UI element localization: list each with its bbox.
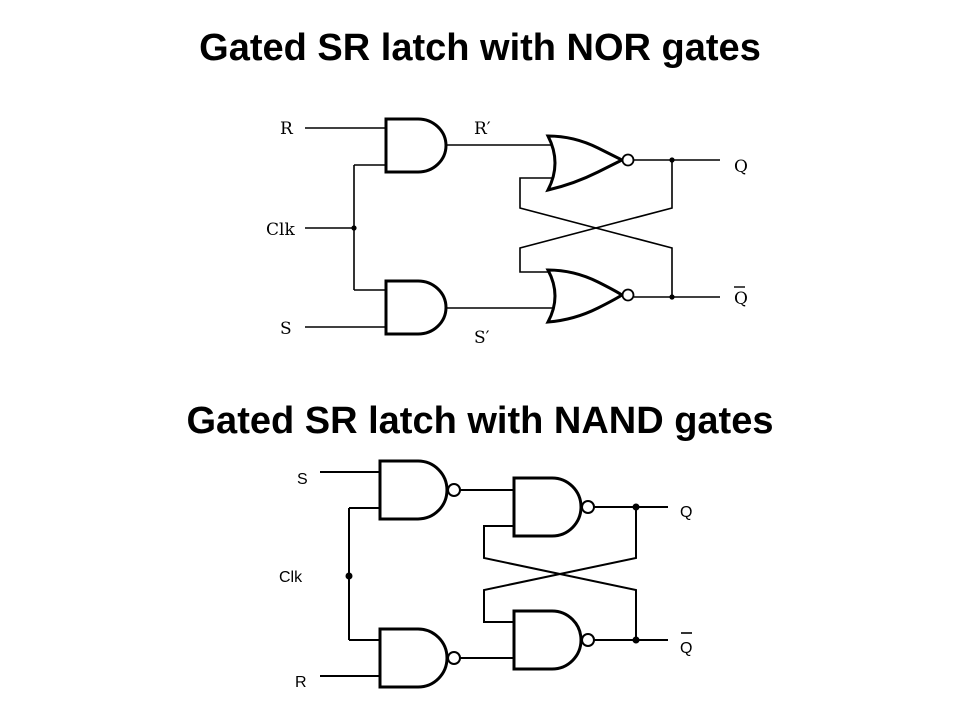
nor-gate-top-bubble [621,153,635,167]
nand-gate-r [378,627,449,689]
nor-gate-top [545,134,626,193]
nand-qbar-label: Q [680,640,692,657]
nor-s-prime-label: S′ [474,328,490,348]
nor-and-gate-top [384,117,448,174]
nand-gate-q-bubble [581,500,595,514]
nor-s-label: S [280,319,292,339]
nand-output-wires [594,506,668,641]
nand-gate-qbar [512,609,583,671]
nor-feedback-wires [519,160,673,297]
nor-and-gate-bottom [384,279,448,336]
nor-q-label: Q [734,157,748,177]
nand-r-label: R [295,674,307,691]
nand-latch-title: Gated SR latch with NAND gates [186,400,774,442]
nor-clk-label: Clk [266,220,295,240]
nor-qbar-junction-dot [669,294,675,300]
nand-latch-diagram: S Clk R Q Q [279,459,692,691]
nand-gate-r-bubble [447,651,461,665]
nand-gate-qbar-bubble [581,633,595,647]
nor-r-label: R [280,119,294,139]
nand-gate-connection-wires [460,489,514,659]
nand-qbar-junction-dot [632,636,640,644]
nor-gate-bottom [545,268,625,324]
nand-gate-q [512,476,583,538]
nand-q-junction-dot [632,503,640,511]
nand-gate-s-bubble [447,483,461,497]
nand-clk-label: Clk [279,569,303,586]
nor-r-prime-label: R′ [474,119,491,139]
nor-latch-diagram: R R′ Clk S S′ Q Q [266,117,748,348]
nor-qbar-label: Q [734,289,748,309]
nor-and-output-wires [446,144,558,309]
nand-q-label: Q [680,504,692,521]
nor-input-wires [305,127,386,328]
nor-gate-bottom-bubble [621,288,635,302]
nand-s-label: S [297,471,308,488]
nand-clk-junction-dot [345,572,353,580]
nor-latch-title: Gated SR latch with NOR gates [199,27,761,69]
nor-clk-junction-dot [351,225,357,231]
nand-feedback-wires [483,507,637,640]
nand-gate-s [378,459,449,521]
nor-q-junction-dot [669,157,675,163]
nor-output-wires [634,159,720,298]
